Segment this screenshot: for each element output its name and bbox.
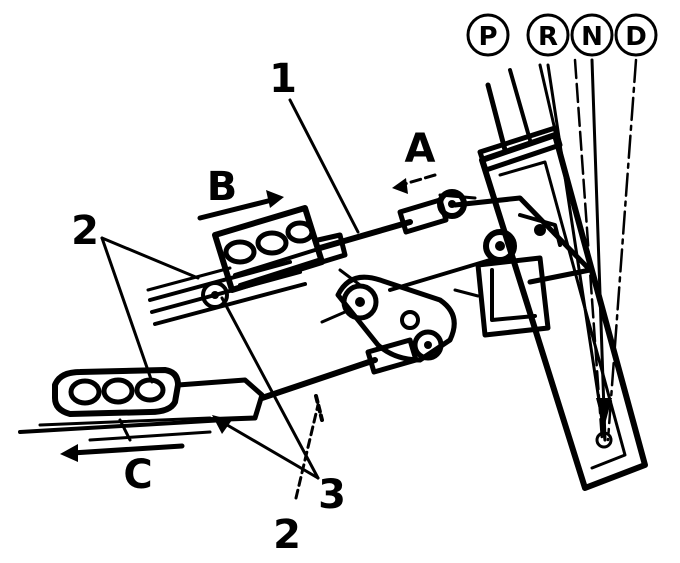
arrow-c-head-icon <box>60 444 78 462</box>
arrow-b-group: B <box>197 164 284 221</box>
callout-clamp-upper: 2 <box>71 208 99 254</box>
upper-cable <box>317 189 477 251</box>
gear-position-labels: P R N D <box>466 13 658 57</box>
callout-cable: 1 <box>269 56 297 102</box>
arrow-a-head-icon <box>392 178 408 194</box>
callout-nuts: 3 <box>318 472 346 518</box>
callout-leaders <box>100 98 360 500</box>
gear-n-circle <box>570 13 614 57</box>
selector-lever <box>452 58 648 491</box>
gear-r-circle <box>526 13 570 57</box>
gear-d-label: D <box>625 22 647 52</box>
gear-p-circle <box>466 13 510 57</box>
callout-clamp-lower: 2 <box>273 512 301 558</box>
upper-cable-adjuster <box>146 205 348 326</box>
lower-cable-adjuster <box>18 367 265 442</box>
arrow-a-label: A <box>405 126 436 172</box>
gear-d-circle <box>614 13 658 57</box>
arrow-b-head-icon <box>266 190 284 208</box>
arrow-c-group: C <box>60 443 185 498</box>
gear-r-label: R <box>538 22 558 52</box>
arrow-b-label: B <box>207 164 238 210</box>
arrow-a-group: A <box>392 126 437 194</box>
lever-pointer-icon <box>596 398 612 428</box>
gear-p-label: P <box>478 22 497 52</box>
bell-crank-linkage <box>320 258 492 363</box>
arrow-c-label: C <box>123 452 152 498</box>
lower-cable <box>259 337 419 422</box>
gear-n-label: N <box>581 22 603 52</box>
